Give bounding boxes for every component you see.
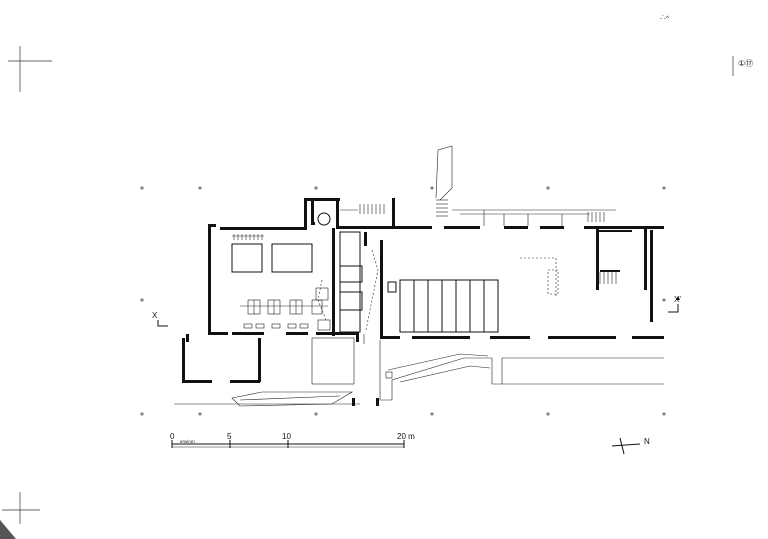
north-arrow bbox=[611, 437, 641, 455]
scale-tick-10: 10 bbox=[282, 432, 291, 441]
building-plan bbox=[157, 145, 680, 407]
corner-annotation: -`-^ bbox=[660, 16, 669, 22]
section-label-left: X bbox=[152, 311, 158, 320]
scale-tick-5: 5 bbox=[227, 432, 232, 441]
north-label: N bbox=[644, 437, 650, 446]
sheet-number: ①⑰ bbox=[738, 59, 753, 68]
section-label-right: X' bbox=[674, 295, 681, 304]
scale-bar bbox=[171, 440, 405, 448]
scale-note: environ bbox=[180, 439, 195, 444]
scale-tick-0: 0 bbox=[170, 432, 175, 441]
grid-marks bbox=[140, 186, 666, 416]
corner-fold bbox=[0, 520, 16, 539]
registration-marks bbox=[2, 46, 734, 524]
scale-tick-20: 20 m bbox=[397, 432, 415, 441]
